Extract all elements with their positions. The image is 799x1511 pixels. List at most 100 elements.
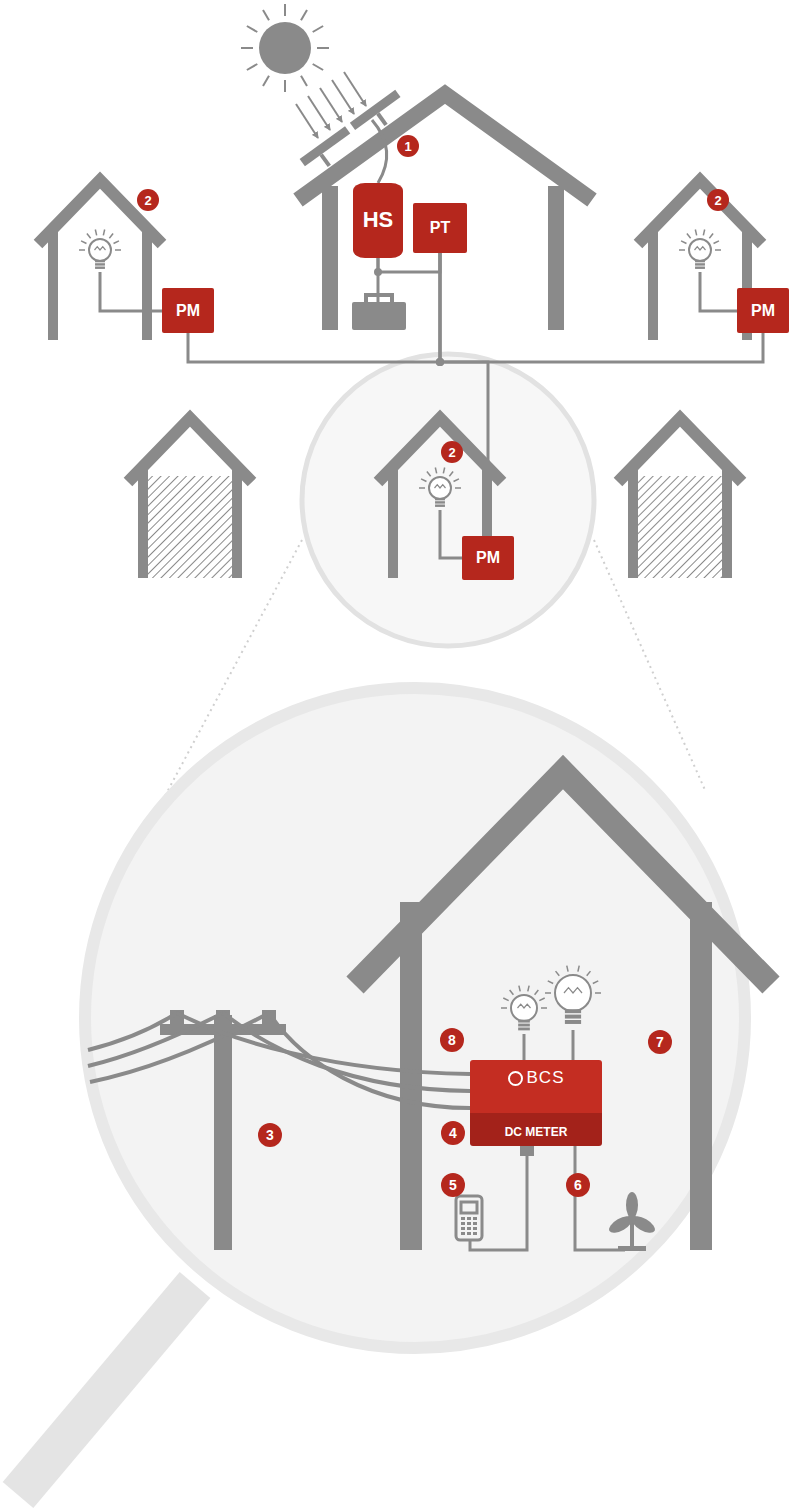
drawing-part <box>284 80 286 92</box>
drawing-part <box>575 1146 625 1250</box>
drawing-part <box>695 230 696 236</box>
dc-meter: BCS DC METER <box>470 1060 602 1146</box>
drawing-part <box>689 239 711 261</box>
drawing-part <box>722 470 732 578</box>
drawing-part <box>88 1013 223 1066</box>
drawing-part <box>435 505 445 507</box>
power-pole <box>88 1010 470 1250</box>
transmitter-box: PT <box>413 203 467 253</box>
callout-number: 4 <box>441 1121 465 1145</box>
drawing-part <box>427 472 431 477</box>
drawing-part <box>618 1246 646 1251</box>
drawing-part <box>681 241 686 244</box>
meter-box: PM <box>162 288 214 333</box>
drawing-part <box>628 1214 636 1222</box>
drawing-part <box>89 239 111 261</box>
drawing-part <box>519 986 520 992</box>
drawing-part <box>435 501 445 503</box>
drawing-part <box>695 247 706 250</box>
drawing-part <box>565 1009 581 1013</box>
drawing-part <box>679 249 685 251</box>
drawing-part <box>518 1028 530 1031</box>
drawing-part <box>263 76 269 86</box>
drawing-part <box>567 966 568 972</box>
drawing-part <box>545 992 551 994</box>
callout-number: 8 <box>440 1028 464 1052</box>
drawing-part <box>241 47 253 49</box>
drawing-part <box>48 232 58 340</box>
drawing-part <box>501 1007 507 1009</box>
drawing-part <box>467 1232 471 1235</box>
callout-number: 1 <box>397 135 419 157</box>
light-bulb <box>419 468 462 558</box>
drawing-part <box>473 1227 477 1230</box>
drawing-part <box>429 477 451 499</box>
device-name: DC METER <box>505 1126 568 1139</box>
drawing-part <box>300 126 351 166</box>
callout-number: 5 <box>441 1173 465 1197</box>
drawing-part <box>595 992 601 994</box>
junction-dot <box>436 358 444 366</box>
drawing-part <box>284 4 286 16</box>
brand-logo: BCS <box>508 1069 565 1088</box>
drawing-part <box>435 485 446 488</box>
drawing-part <box>301 10 307 20</box>
drawing-part <box>528 986 529 992</box>
drawing-part <box>332 80 354 114</box>
drawing-part <box>142 232 152 340</box>
phone <box>456 1146 534 1250</box>
drawing-part <box>421 479 426 482</box>
drawing-part <box>95 230 96 236</box>
drawing-part <box>695 260 705 262</box>
drawing-part <box>109 234 113 239</box>
drawing-part <box>95 260 105 262</box>
drawing-part <box>320 153 331 167</box>
drawing-part <box>103 230 104 236</box>
drawing-part <box>79 249 85 251</box>
drawing-part <box>344 72 366 106</box>
drawing-part <box>548 186 564 330</box>
drawing-part <box>455 487 461 489</box>
drawing-part <box>320 88 342 122</box>
drawing-part <box>648 232 658 340</box>
drawing-part <box>259 22 311 74</box>
drawing-part <box>714 241 719 244</box>
drawing-part <box>511 995 537 1021</box>
empty-house <box>618 418 742 578</box>
drawing-part <box>461 1217 477 1235</box>
drawing-part <box>518 1020 530 1023</box>
drawing-part <box>556 971 560 976</box>
drawing-part <box>461 1202 477 1213</box>
drawing-part <box>687 234 691 239</box>
drawing-part <box>435 498 445 500</box>
drawing-part <box>690 902 712 1250</box>
box-label: HS <box>363 208 394 232</box>
drawing-part <box>388 470 398 578</box>
drawing-part <box>454 479 459 482</box>
drawing-part <box>317 47 329 49</box>
drawing-part <box>376 112 387 126</box>
drawing-part <box>695 263 705 265</box>
power-line <box>440 253 488 536</box>
callout-number: 7 <box>648 1030 672 1054</box>
drawing-part <box>606 1213 635 1236</box>
drawing-part <box>419 487 425 489</box>
power-line <box>440 253 763 362</box>
drawing-part <box>95 263 105 265</box>
drawing-part <box>85 688 745 1348</box>
drawing-part <box>449 472 453 477</box>
connected-house <box>378 418 502 578</box>
sun <box>241 4 366 138</box>
fan <box>575 1146 658 1251</box>
drawing-part <box>81 241 86 244</box>
connected-house <box>38 180 162 340</box>
drawing-part <box>90 1013 269 1082</box>
drawing-part <box>593 981 598 984</box>
drawing-part <box>630 1220 634 1248</box>
drawing-part <box>473 1232 477 1235</box>
drawing-part <box>700 272 737 311</box>
drawing-part <box>578 966 579 972</box>
callout-number: 2 <box>137 189 159 211</box>
drawing-part <box>95 247 106 250</box>
